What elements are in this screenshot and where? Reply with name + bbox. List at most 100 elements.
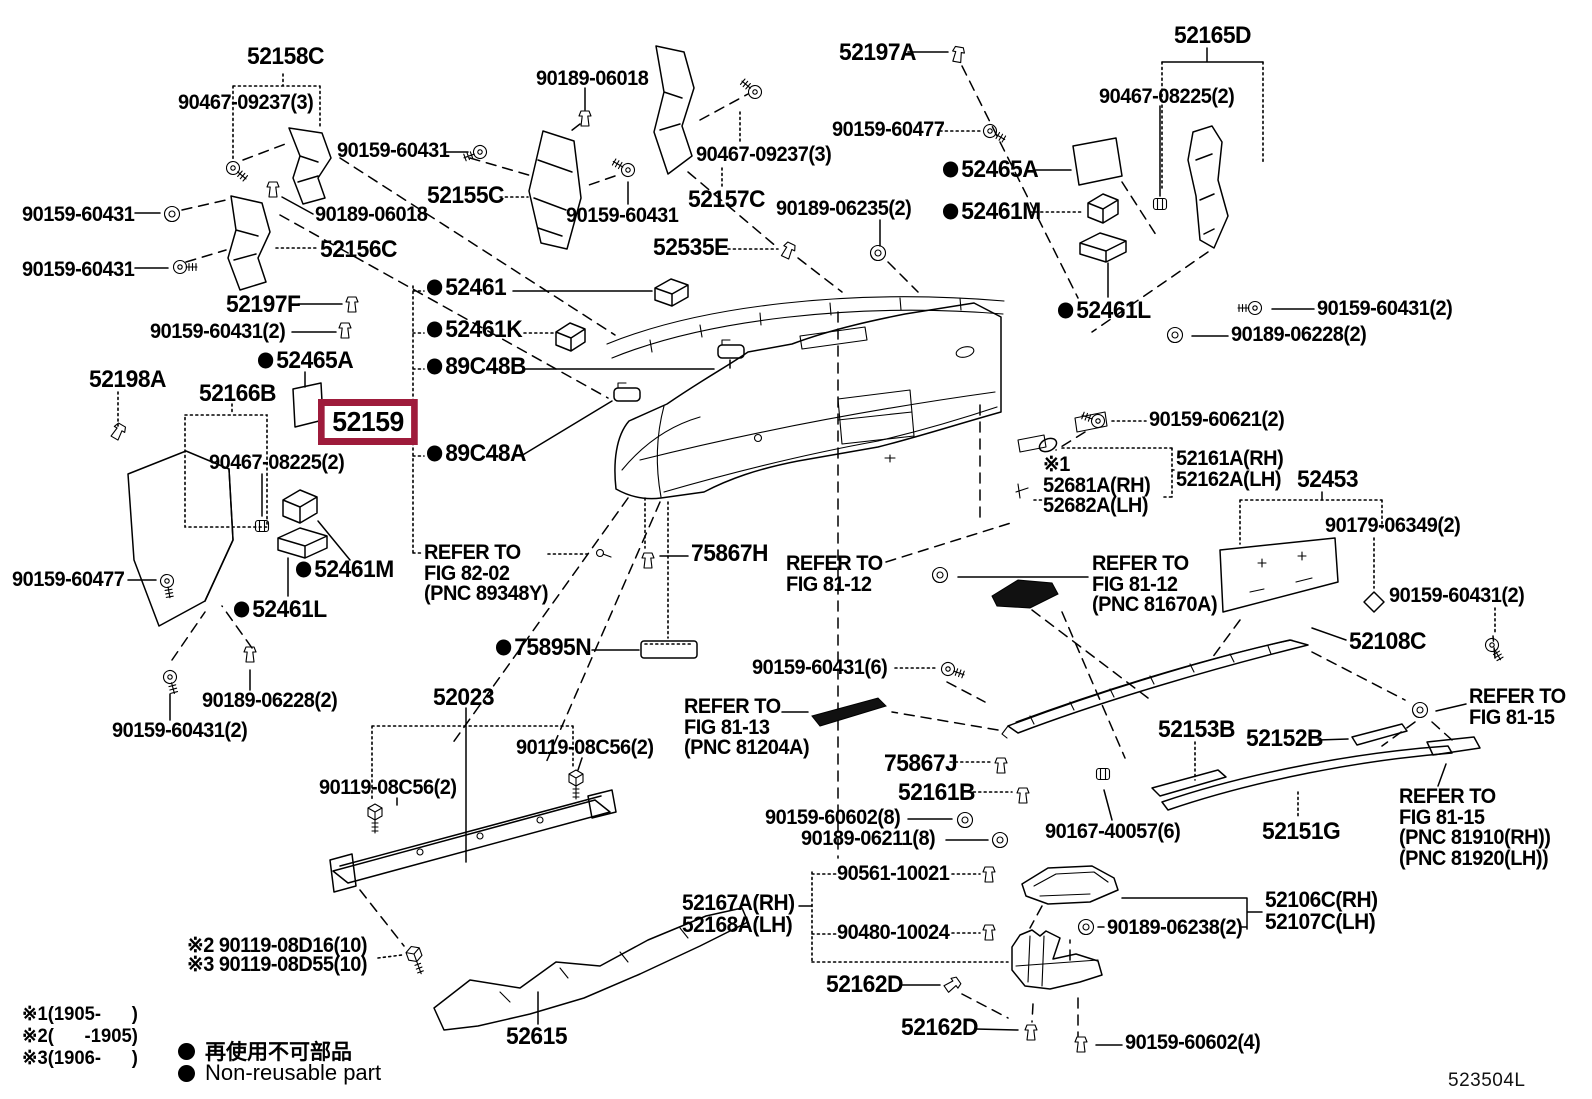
- part-number-text: 90189-06228(2): [1231, 323, 1367, 346]
- part-label-52197F[interactable]: 52197F: [226, 293, 301, 317]
- part-label-90119-08D55-10[interactable]: ※3 90119-08D55(10): [187, 954, 368, 976]
- part-label-90189-06235-2[interactable]: 90189-06235(2): [776, 198, 912, 220]
- bumper-cover-drawing: [615, 303, 1107, 499]
- part-label-90159-60621-2[interactable]: 90159-60621(2): [1149, 409, 1285, 431]
- part-number-text: REFER TO FIG 81-13 (PNC 81204A): [684, 695, 810, 760]
- part-label-90159-60431-a[interactable]: 90159-60431: [337, 140, 450, 162]
- part-label-90159-60602-8[interactable]: 90159-60602(8): [765, 807, 901, 829]
- part-label-52155C[interactable]: 52155C: [427, 184, 504, 208]
- part-label-90189-06228-2-a[interactable]: 90189-06228(2): [1231, 323, 1367, 346]
- part-label-52681A-52682A[interactable]: ※1 52681A(RH) 52682A(LH): [1043, 454, 1151, 517]
- part-label-90159-60431-b[interactable]: 90159-60431: [566, 204, 679, 227]
- part-label-90119-08C56-2-l[interactable]: 90119-08C56(2): [319, 777, 457, 799]
- part-label-52465A-l[interactable]: 52465A: [258, 347, 354, 374]
- part-label-52162D-b[interactable]: 52162D: [901, 1016, 978, 1040]
- part-label-90561-10021[interactable]: 90561-10021: [837, 863, 950, 885]
- part-label-89C48B[interactable]: 89C48B: [427, 355, 527, 379]
- part-number-text: 90189-06228(2): [202, 689, 338, 712]
- part-label-52453[interactable]: 52453: [1297, 468, 1359, 492]
- non-reusable-dot-icon: [1058, 302, 1074, 319]
- part-number-text: 90189-06018: [315, 203, 428, 226]
- part-label-52159[interactable]: 52159: [318, 399, 419, 446]
- part-label-52166B[interactable]: 52166B: [199, 382, 276, 406]
- part-label-52152B[interactable]: 52152B: [1246, 727, 1323, 751]
- part-label-90159-60602-4[interactable]: 90159-60602(4): [1125, 1032, 1261, 1054]
- part-label-90480-10024[interactable]: 90480-10024: [837, 922, 950, 944]
- part-label-52461[interactable]: 52461: [427, 274, 507, 301]
- part-label-52023[interactable]: 52023: [433, 686, 495, 710]
- part-label-52535E[interactable]: 52535E: [653, 236, 729, 260]
- part-label-90159-60431-2-b[interactable]: 90159-60431(2): [1317, 298, 1453, 320]
- part-label-52461K[interactable]: 52461K: [427, 318, 523, 342]
- part-label-52156C[interactable]: 52156C: [320, 238, 397, 262]
- part-label-52461L-r[interactable]: 52461L: [1058, 299, 1151, 323]
- part-label-75867J[interactable]: 75867J: [884, 752, 958, 776]
- part-label-refer-8112-l[interactable]: REFER TO FIG 81-12: [786, 553, 883, 595]
- part-label-90159-60431-d[interactable]: 90159-60431: [22, 259, 135, 281]
- part-label-90189-06228-2-b[interactable]: 90189-06228(2): [202, 689, 338, 712]
- part-number-text: 52465A: [276, 347, 354, 374]
- part-number-text: 52461: [445, 274, 507, 301]
- part-label-90159-60431-2-bl[interactable]: 90159-60431(2): [112, 720, 248, 742]
- part-number-text: 90159-60477: [12, 568, 125, 591]
- part-label-refer-8115-b[interactable]: REFER TO FIG 81-15 (PNC 81910(RH)) (PNC …: [1399, 785, 1551, 870]
- part-label-90189-06238-2[interactable]: 90189-06238(2): [1107, 917, 1243, 939]
- part-label-52161B[interactable]: 52161B: [898, 781, 975, 805]
- part-label-75867H[interactable]: 75867H: [691, 542, 768, 566]
- part-label-90159-60477-b[interactable]: 90159-60477: [12, 568, 125, 591]
- part-label-90159-60431-6[interactable]: 90159-60431(6): [752, 657, 888, 679]
- part-label-90179-06349-2[interactable]: 90179-06349(2): [1325, 515, 1461, 537]
- part-label-52461M-l[interactable]: 52461M: [296, 558, 394, 582]
- part-label-52461L-l[interactable]: 52461L: [234, 598, 327, 622]
- part-label-89C48A[interactable]: 89C48A: [427, 442, 527, 466]
- part-number-text: 90159-60431: [566, 204, 679, 227]
- part-label-90119-08C56-2-r[interactable]: 90119-08C56(2): [516, 736, 654, 759]
- part-label-52167A-52168A[interactable]: 52167A(RH) 52168A(LH): [682, 892, 795, 935]
- part-label-90189-06211-8[interactable]: 90189-06211(8): [801, 828, 936, 850]
- leader-lines: [118, 48, 1495, 1045]
- part-label-75895N[interactable]: 75895N: [496, 636, 592, 660]
- part-label-refer-8115-t[interactable]: REFER TO FIG 81-15: [1469, 686, 1566, 728]
- part-label-90159-60477-a[interactable]: 90159-60477: [832, 119, 945, 141]
- part-number-text: REFER TO FIG 81-12 (PNC 81670A): [1092, 552, 1218, 617]
- part-label-90159-60431-2-a[interactable]: 90159-60431(2): [150, 321, 286, 343]
- part-label-52162D-a[interactable]: 52162D: [826, 973, 903, 997]
- part-label-52158C[interactable]: 52158C: [247, 45, 324, 69]
- part-label-52615[interactable]: 52615: [506, 1023, 568, 1050]
- part-label-90467-08225-2-b[interactable]: 90467-08225(2): [209, 452, 345, 474]
- part-label-52153B[interactable]: 52153B: [1158, 718, 1235, 742]
- part-label-refer-8202[interactable]: REFER TO FIG 82-02 (PNC 89348Y): [424, 542, 549, 605]
- part-label-90159-60431-c[interactable]: 90159-60431: [22, 204, 135, 226]
- part-number-text: 52161A(RH) 52162A(LH): [1176, 447, 1284, 491]
- part-label-52465A-r[interactable]: 52465A: [943, 156, 1039, 183]
- part-number-text: REFER TO FIG 81-15 (PNC 81910(RH)) (PNC …: [1399, 785, 1551, 870]
- part-label-52108C[interactable]: 52108C: [1349, 630, 1426, 654]
- part-number-text: 52156C: [320, 236, 398, 263]
- part-label-52461M-r[interactable]: 52461M: [943, 200, 1041, 224]
- part-label-52151G[interactable]: 52151G: [1262, 820, 1341, 844]
- part-number-text: 52153B: [1158, 716, 1236, 743]
- part-number-text: 90189-06018: [536, 67, 649, 90]
- part-label-refer-8113[interactable]: REFER TO FIG 81-13 (PNC 81204A): [684, 695, 810, 760]
- part-label-52161A-52162A[interactable]: 52161A(RH) 52162A(LH): [1176, 447, 1284, 491]
- part-label-52157C[interactable]: 52157C: [688, 188, 765, 212]
- part-label-90467-09237-3-a[interactable]: 90467-09237(3): [178, 92, 314, 114]
- part-label-52197A[interactable]: 52197A: [839, 41, 916, 65]
- non-reusable-dot-icon: [258, 352, 274, 369]
- part-label-52106C-52107C[interactable]: 52106C(RH) 52107C(LH): [1265, 889, 1378, 932]
- part-label-90189-06018-a[interactable]: 90189-06018: [536, 67, 649, 90]
- part-number-text: 90119-08C56(2): [516, 736, 654, 759]
- part-number-text: 52615: [506, 1023, 568, 1050]
- part-label-90119-08D16-10[interactable]: ※2 90119-08D16(10): [187, 935, 368, 957]
- part-number-text: 52157C: [688, 186, 766, 213]
- diagram-code: 523504L: [1448, 1070, 1526, 1091]
- part-label-90467-09237-3-b[interactable]: 90467-09237(3): [696, 144, 832, 166]
- part-label-90159-60431-2-fr[interactable]: 90159-60431(2): [1389, 585, 1525, 607]
- part-label-90167-40057-6[interactable]: 90167-40057(6): [1045, 821, 1181, 843]
- part-number-text: 52465A: [961, 156, 1039, 183]
- part-label-52165D[interactable]: 52165D: [1174, 24, 1251, 48]
- part-label-52198A[interactable]: 52198A: [89, 368, 166, 392]
- part-label-90467-08225-2-a[interactable]: 90467-08225(2): [1099, 86, 1235, 108]
- part-label-90189-06018-b[interactable]: 90189-06018: [315, 203, 428, 226]
- part-label-refer-8112-r[interactable]: REFER TO FIG 81-12 (PNC 81670A): [1092, 552, 1218, 617]
